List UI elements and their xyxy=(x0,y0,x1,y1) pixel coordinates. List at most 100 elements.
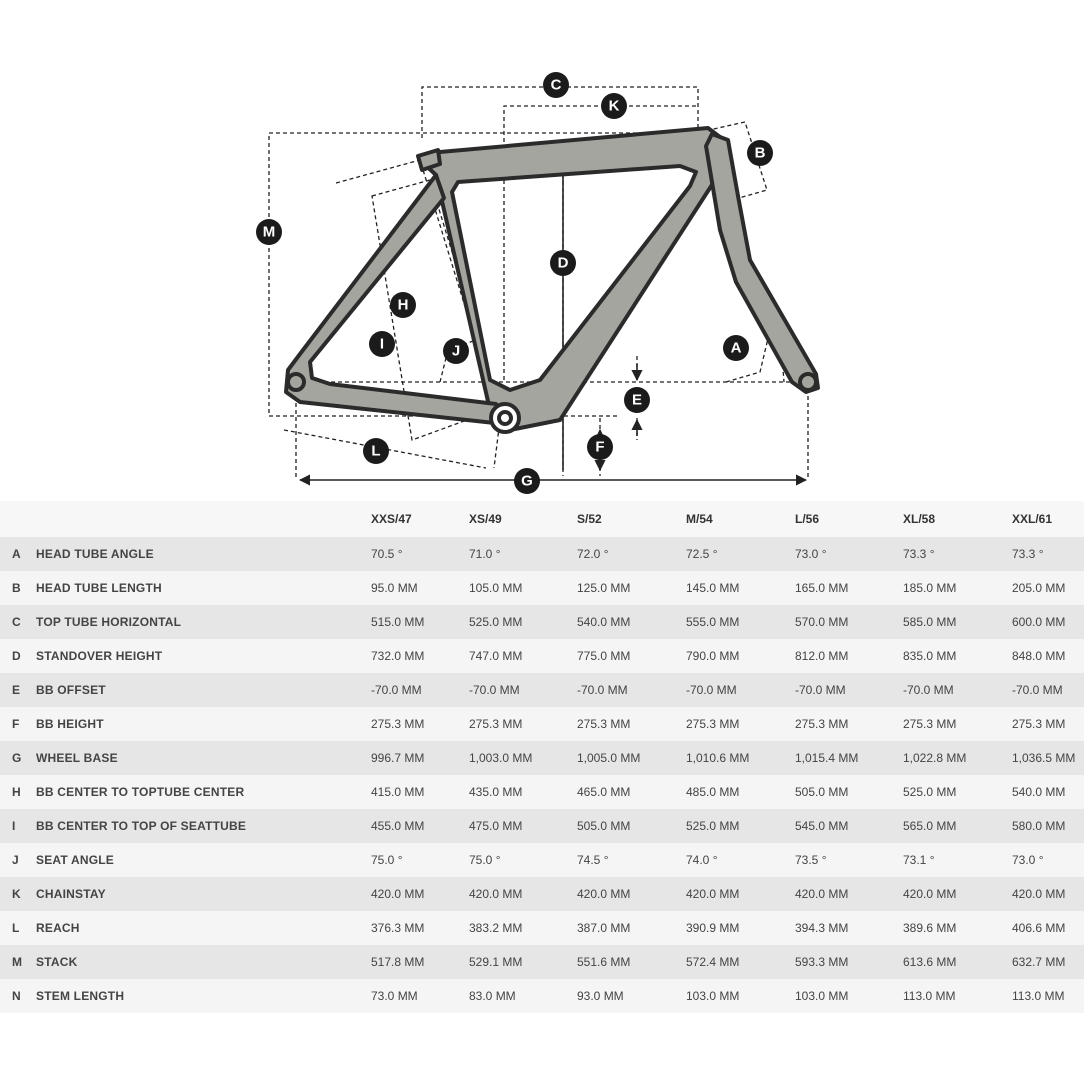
row-value: -70.0 MM xyxy=(795,683,846,697)
row-value: 585.0 MM xyxy=(903,615,957,629)
row-value: 613.6 MM xyxy=(903,955,957,969)
row-name: CHAINSTAY xyxy=(36,887,106,901)
row-value: 185.0 MM xyxy=(903,581,957,595)
row-value: 275.3 MM xyxy=(469,717,523,731)
row-value: 1,022.8 MM xyxy=(903,751,967,765)
row-value: 848.0 MM xyxy=(1012,649,1066,663)
row-name: TOP TUBE HORIZONTAL xyxy=(36,615,182,629)
svg-text:M: M xyxy=(263,224,276,241)
row-value: 406.6 MM xyxy=(1012,921,1066,935)
row-value: 525.0 MM xyxy=(469,615,523,629)
row-value: 420.0 MM xyxy=(371,887,425,901)
row-value: 383.2 MM xyxy=(469,921,523,935)
row-key: E xyxy=(12,683,21,697)
row-value: -70.0 MM xyxy=(686,683,737,697)
row-name: BB CENTER TO TOP OF SEATTUBE xyxy=(36,819,247,833)
row-value: 790.0 MM xyxy=(686,649,740,663)
row-name: STEM LENGTH xyxy=(36,989,125,1003)
size-header: M/54 xyxy=(686,512,713,526)
row-value: 390.9 MM xyxy=(686,921,740,935)
row-name: REACH xyxy=(36,921,80,935)
row-value: 420.0 MM xyxy=(903,887,957,901)
row-value: 475.0 MM xyxy=(469,819,523,833)
row-value: 555.0 MM xyxy=(686,615,740,629)
row-value: 525.0 MM xyxy=(903,785,957,799)
row-name: BB OFFSET xyxy=(36,683,106,697)
row-value: 73.0 ° xyxy=(1012,853,1044,867)
row-value: 420.0 MM xyxy=(686,887,740,901)
row-value: 376.3 MM xyxy=(371,921,425,935)
row-value: -70.0 MM xyxy=(903,683,954,697)
row-value: 572.4 MM xyxy=(686,955,740,969)
row-key: B xyxy=(12,581,21,595)
row-value: -70.0 MM xyxy=(577,683,628,697)
row-value: 73.3 ° xyxy=(903,547,935,561)
row-value: 732.0 MM xyxy=(371,649,425,663)
row-value: 505.0 MM xyxy=(577,819,631,833)
row-value: 387.0 MM xyxy=(577,921,631,935)
row-name: SEAT ANGLE xyxy=(36,853,115,867)
row-value: 515.0 MM xyxy=(371,615,425,629)
size-header: XL/58 xyxy=(903,512,936,526)
row-value: 73.0 ° xyxy=(795,547,827,561)
row-value: 113.0 MM xyxy=(1012,989,1065,1003)
label-c: C xyxy=(543,72,569,98)
row-value: 71.0 ° xyxy=(469,547,501,561)
row-value: 1,003.0 MM xyxy=(469,751,533,765)
label-d: D xyxy=(550,250,576,276)
svg-text:G: G xyxy=(521,473,533,490)
row-value: 275.3 MM xyxy=(686,717,740,731)
label-g: G xyxy=(514,468,540,494)
svg-text:K: K xyxy=(609,98,620,115)
label-f: F xyxy=(587,434,613,460)
row-value: 420.0 MM xyxy=(577,887,631,901)
row-value: 420.0 MM xyxy=(469,887,523,901)
row-value: 420.0 MM xyxy=(1012,887,1066,901)
label-l: K xyxy=(601,93,627,119)
row-value: 1,010.6 MM xyxy=(686,751,750,765)
row-value: 125.0 MM xyxy=(577,581,631,595)
row-key: M xyxy=(12,955,22,969)
label-b: B xyxy=(747,140,773,166)
row-key: J xyxy=(12,853,19,867)
row-value: 73.1 ° xyxy=(903,853,935,867)
row-value: 996.7 MM xyxy=(371,751,425,765)
row-value: 545.0 MM xyxy=(795,819,849,833)
row-value: 420.0 MM xyxy=(795,887,849,901)
size-header: XXS/47 xyxy=(371,512,412,526)
row-value: 517.8 MM xyxy=(371,955,425,969)
svg-text:C: C xyxy=(551,77,562,94)
label-j: J xyxy=(443,338,469,364)
row-key: D xyxy=(12,649,21,663)
svg-text:D: D xyxy=(558,255,569,272)
row-value: -70.0 MM xyxy=(371,683,422,697)
row-value: 540.0 MM xyxy=(1012,785,1066,799)
row-value: 565.0 MM xyxy=(903,819,957,833)
row-value: 415.0 MM xyxy=(371,785,425,799)
row-value: 75.0 ° xyxy=(469,853,501,867)
row-value: 505.0 MM xyxy=(795,785,849,799)
row-value: 93.0 MM xyxy=(577,989,624,1003)
table-header-row: XXS/47 XS/49 S/52 M/54 L/56 XL/58 XXL/61 xyxy=(0,501,1084,537)
row-value: 70.5 ° xyxy=(371,547,403,561)
row-value: 103.0 MM xyxy=(686,989,740,1003)
row-value: 580.0 MM xyxy=(1012,819,1066,833)
row-key: L xyxy=(12,921,20,935)
row-value: 83.0 MM xyxy=(469,989,516,1003)
row-value: 113.0 MM xyxy=(903,989,956,1003)
row-value: 525.0 MM xyxy=(686,819,740,833)
row-value: 835.0 MM xyxy=(903,649,957,663)
svg-text:H: H xyxy=(398,297,409,314)
row-value: 529.1 MM xyxy=(469,955,523,969)
geometry-table: XXS/47 XS/49 S/52 M/54 L/56 XL/58 XXL/61… xyxy=(0,501,1084,1013)
row-name: WHEEL BASE xyxy=(36,751,118,765)
svg-text:L: L xyxy=(371,443,380,460)
svg-text:E: E xyxy=(632,392,642,409)
size-header: XS/49 xyxy=(469,512,502,526)
